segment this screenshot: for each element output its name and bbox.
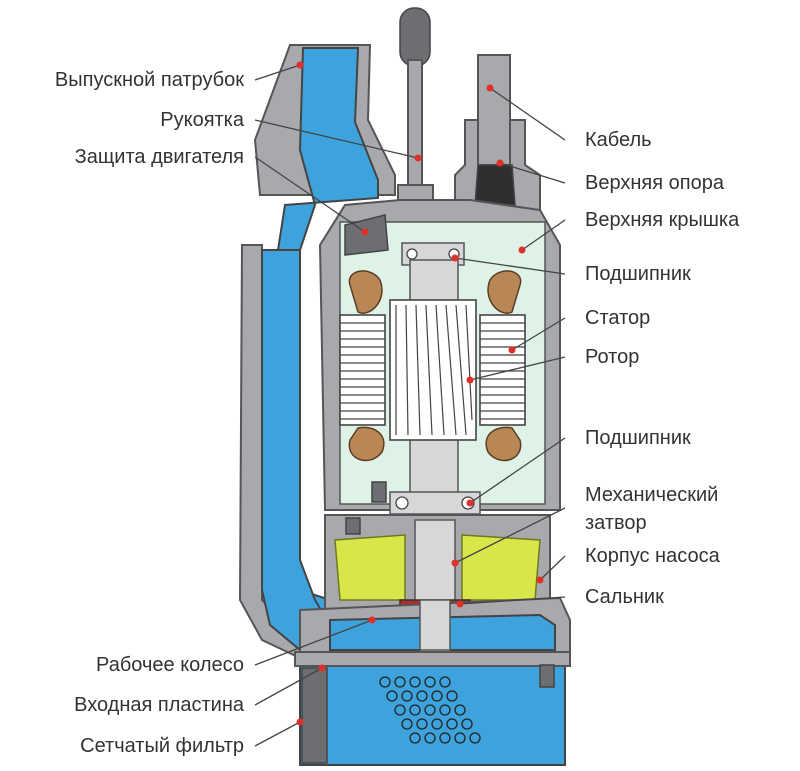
label-impeller: Рабочее колесо	[96, 654, 244, 676]
label-cable: Кабель	[585, 129, 652, 151]
label-bearing-bottom: Подшипник	[585, 427, 691, 449]
strainer-frame-left	[301, 667, 328, 764]
rotor-skew-lines	[395, 304, 473, 436]
label-mech-seal-line2: затвор	[585, 512, 647, 534]
stator-winding-top-left	[348, 270, 383, 314]
bolt-right	[539, 664, 555, 688]
stator-winding-bottom-left	[348, 426, 385, 462]
oil-chamber-right	[461, 534, 541, 601]
mechanical-seal-shaft	[414, 519, 456, 611]
label-outlet: Выпускной патрубок	[55, 69, 244, 91]
label-pump-casing: Корпус насоса	[585, 545, 721, 567]
leader-bearing-bottom	[469, 437, 566, 504]
stator-lamination-lines	[340, 322, 525, 420]
leader-handle	[254, 119, 419, 159]
stator-winding-bottom-right	[485, 426, 522, 462]
label-gland: Сальник	[585, 586, 664, 608]
top-bearing-ball-left	[406, 248, 418, 260]
label-bearing-top: Подшипник	[585, 263, 691, 285]
inlet-plate	[294, 651, 571, 667]
leader-upper-support	[499, 162, 566, 184]
label-upper-support: Верхняя опора	[585, 172, 725, 194]
label-inlet-plate: Входная пластина	[74, 694, 245, 716]
leader-inlet-plate	[254, 667, 323, 706]
leader-upper-cover	[521, 219, 566, 251]
discharge-channel	[261, 249, 331, 651]
label-upper-cover: Верхняя крышка	[585, 209, 740, 231]
leader-rotor	[469, 356, 566, 381]
leader-outlet	[254, 64, 301, 81]
bolt-left	[345, 517, 361, 535]
leader-impeller	[254, 619, 373, 666]
leader-bearing-top	[454, 257, 566, 275]
label-motor-protection: Защита двигателя	[75, 146, 244, 168]
handle-grip	[399, 7, 431, 67]
label-mech-seal-line1: Механический	[585, 484, 718, 506]
bottom-bearing-ball-left	[395, 496, 409, 510]
leader-motor-protection	[254, 156, 366, 233]
leader-pump-casing	[539, 555, 566, 581]
cable	[477, 54, 511, 166]
strainer-body	[299, 654, 566, 766]
label-rotor: Ротор	[585, 346, 639, 368]
leader-gland	[459, 596, 566, 605]
label-handle: Рукоятка	[160, 109, 245, 131]
stator-right	[479, 314, 526, 426]
label-stator: Статор	[585, 307, 650, 329]
leader-stator	[511, 317, 566, 351]
leader-strainer	[254, 721, 301, 747]
stator-winding-top-right	[487, 270, 522, 314]
stator-left	[339, 314, 386, 426]
rotor	[389, 299, 477, 441]
marker-dots	[296, 61, 544, 726]
upper-support-core	[474, 164, 516, 206]
leader-mech-seal	[454, 507, 566, 564]
leader-cable	[489, 87, 566, 141]
handle-rod	[407, 59, 423, 191]
oil-chamber-left	[334, 534, 406, 601]
label-strainer: Сетчатый фильтр	[80, 735, 244, 757]
impeller-hub	[419, 599, 451, 656]
bolt-top-left	[371, 481, 387, 503]
strainer-mesh	[379, 676, 481, 744]
